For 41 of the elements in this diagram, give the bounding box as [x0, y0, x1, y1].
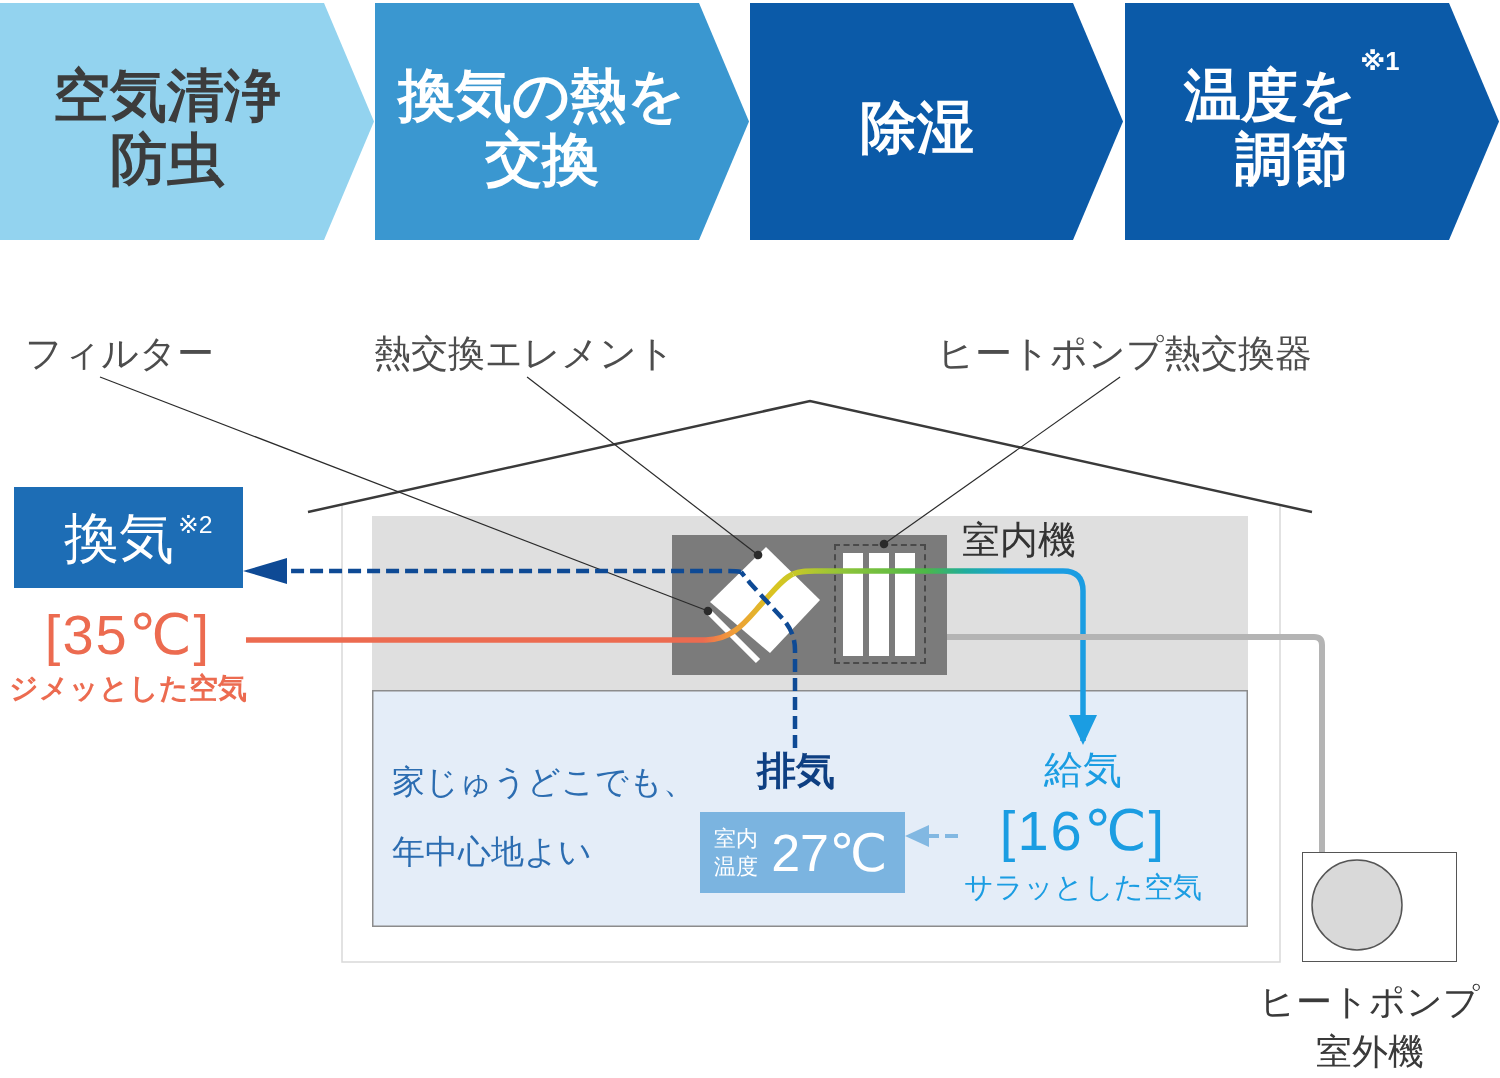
flow-line: [792, 568, 926, 577]
leader-line: [526, 376, 763, 560]
unit-label: 室内機: [962, 518, 1076, 562]
step-label: 温度を$^{※1}$調節: [1182, 45, 1401, 191]
flow-label: 給気: [1044, 747, 1122, 793]
temperature-reading: [16℃]: [999, 798, 1167, 864]
step-label: 換気の熱を交換: [396, 62, 687, 191]
part-label: 熱交換エレメント: [373, 332, 675, 376]
dashed-line: [739, 570, 798, 748]
small-label: 室内温度: [713, 824, 760, 881]
outdoor-unit: [1302, 852, 1457, 962]
part-label: ヒートポンプ熱交換器: [936, 332, 1312, 376]
flow-line: [703, 571, 795, 643]
temperature-value: 27℃: [771, 822, 888, 883]
chevron-step: [0, 3, 374, 240]
step-label: 空気清浄防虫: [52, 62, 282, 191]
chevron-step: [750, 3, 1123, 240]
flow-label: 排気: [757, 748, 835, 794]
room-panel: [372, 690, 1248, 927]
room-text: 家じゅうどこでも、年中心地よい: [392, 762, 697, 872]
exchanger-coil: [834, 544, 926, 664]
flow-line: [246, 637, 703, 643]
dashed-arrow: [905, 825, 958, 847]
indoor-unit: [672, 535, 947, 675]
unit-caption: ヒートポンプ室外機: [1258, 980, 1482, 1074]
step-label: 除湿: [859, 94, 974, 159]
dashed-arrow: [243, 558, 742, 584]
pipe-line: [947, 634, 1325, 852]
label-box: [14, 487, 243, 588]
exchange-element: [710, 545, 822, 655]
air-description: サラッとした空気: [964, 870, 1202, 905]
temperature-reading: [35℃]: [44, 603, 212, 667]
leader-line: [879, 376, 1121, 549]
part-label: フィルター: [24, 332, 214, 376]
chevron-step: [1125, 3, 1499, 240]
flow-arrow: [926, 568, 1097, 745]
leader-line: [99, 376, 713, 616]
chevron-step: [375, 3, 749, 240]
box-label: 換気$^{※2}$: [64, 505, 213, 570]
temperature-box: [700, 812, 905, 893]
air-description: ジメッとした空気: [9, 671, 247, 706]
